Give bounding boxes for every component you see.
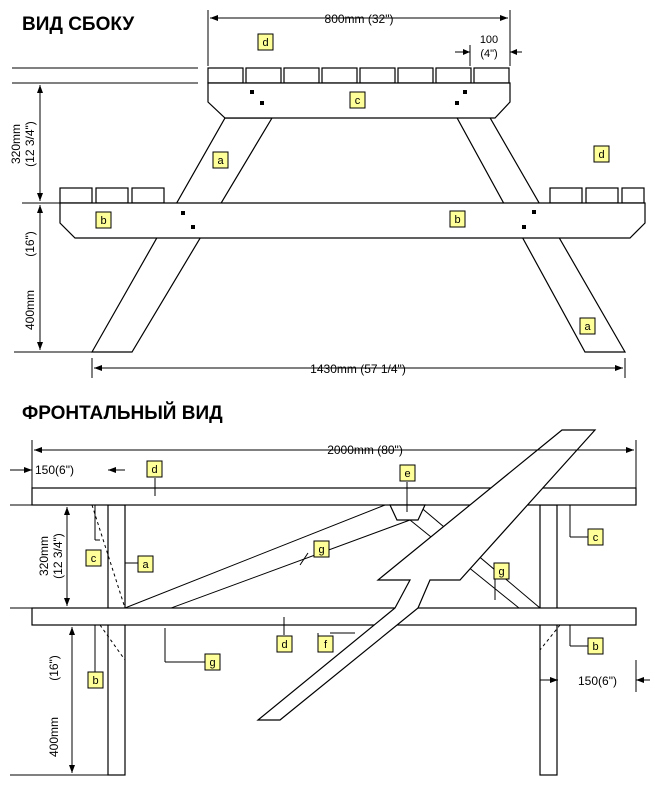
side-upper-height-dim: 320mm xyxy=(9,124,23,164)
svg-text:d: d xyxy=(262,37,268,49)
side-tag-a-right: a xyxy=(579,317,596,335)
svg-text:a: a xyxy=(217,155,224,167)
side-tag-a-left: a xyxy=(212,151,229,169)
svg-text:c: c xyxy=(355,95,361,107)
svg-text:d: d xyxy=(151,464,157,476)
side-tag-b-right: b xyxy=(449,210,466,228)
front-tag-d-top: d xyxy=(146,460,163,478)
front-tag-d-seat: d xyxy=(276,635,293,653)
svg-text:d: d xyxy=(281,639,287,651)
front-lower-height-dim-inch: (16") xyxy=(47,655,61,681)
side-tag-d-top: d xyxy=(257,33,274,51)
side-tag-c: c xyxy=(349,91,366,109)
side-tag-b-left: b xyxy=(95,211,112,229)
svg-text:b: b xyxy=(454,214,460,226)
front-view-title: ФРОНТАЛЬНЫЙ ВИД xyxy=(22,402,223,424)
front-break-strip xyxy=(256,429,597,721)
side-seat-frame xyxy=(59,202,646,239)
side-slat-gap-dim-inch: (4") xyxy=(480,48,497,60)
svg-text:f: f xyxy=(324,639,328,651)
front-tag-c-right: c xyxy=(587,528,604,546)
svg-text:b: b xyxy=(100,215,106,227)
side-upper-height-dim-inch: (12 3/4") xyxy=(23,121,37,167)
front-tag-c-left: c xyxy=(85,549,102,567)
front-lower-height-dim: 400mm xyxy=(47,717,61,757)
front-tag-f: f xyxy=(317,635,334,653)
side-base-width-dim: 1430mm (57 1/4") xyxy=(310,362,406,376)
side-slat-gap-dim: 100 xyxy=(480,34,498,46)
front-seat xyxy=(31,607,637,626)
front-tag-g-right: g xyxy=(493,562,510,580)
front-tag-a: a xyxy=(137,555,154,573)
svg-text:a: a xyxy=(142,559,149,571)
svg-text:c: c xyxy=(593,532,599,544)
svg-text:c: c xyxy=(91,553,97,565)
side-view-title: ВИД СБОКУ xyxy=(22,14,134,35)
svg-text:d: d xyxy=(598,149,604,161)
front-total-length-dim: 2000mm (80") xyxy=(327,443,403,457)
side-tag-d-seat: d xyxy=(593,145,610,163)
svg-text:g: g xyxy=(318,544,324,556)
side-view-drawing xyxy=(12,10,646,378)
svg-text:b: b xyxy=(92,675,98,687)
front-upper-height-dim: 320mm xyxy=(37,536,51,576)
front-tag-b-left: b xyxy=(87,671,104,689)
svg-text:e: e xyxy=(404,468,410,480)
front-upper-height-dim-inch: (12 3/4") xyxy=(51,533,65,579)
front-center-block xyxy=(389,504,426,521)
side-lower-height-dim: 400mm xyxy=(23,290,37,330)
front-tag-g-upper: g xyxy=(313,540,330,558)
front-tag-g-lower: g xyxy=(204,653,221,671)
front-overhang-right-dim: 150(6") xyxy=(578,674,617,688)
svg-text:a: a xyxy=(584,321,591,333)
svg-text:b: b xyxy=(592,641,598,653)
front-view-drawing xyxy=(10,429,650,776)
front-overhang-left-dim: 150(6") xyxy=(35,463,74,477)
front-tag-b-right: b xyxy=(587,637,604,655)
svg-text:g: g xyxy=(498,566,504,578)
front-tabletop xyxy=(31,487,637,506)
side-top-width-dim: 800mm (32") xyxy=(325,12,394,26)
front-tag-e: e xyxy=(399,464,416,482)
svg-text:g: g xyxy=(209,657,215,669)
side-lower-height-dim-inch: (16") xyxy=(23,231,37,257)
